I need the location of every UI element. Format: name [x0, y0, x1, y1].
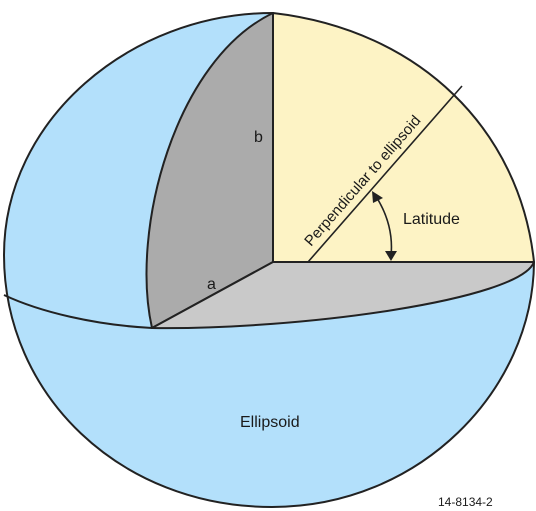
perpendicular-line [307, 85, 463, 263]
equatorial-section [151, 261, 535, 330]
cutaway-quadrant [272, 12, 535, 263]
equator-edge [3, 294, 153, 329]
latitude-arrowhead-top [372, 191, 383, 203]
label-a: a [207, 276, 216, 293]
figure-id: 14-8134-2 [438, 495, 493, 509]
label-latitude: Latitude [403, 211, 460, 228]
label-b: b [254, 129, 263, 146]
meridian-section [145, 12, 274, 329]
label-ellipsoid: Ellipsoid [240, 414, 300, 431]
latitude-arrowhead-bottom [385, 251, 397, 261]
